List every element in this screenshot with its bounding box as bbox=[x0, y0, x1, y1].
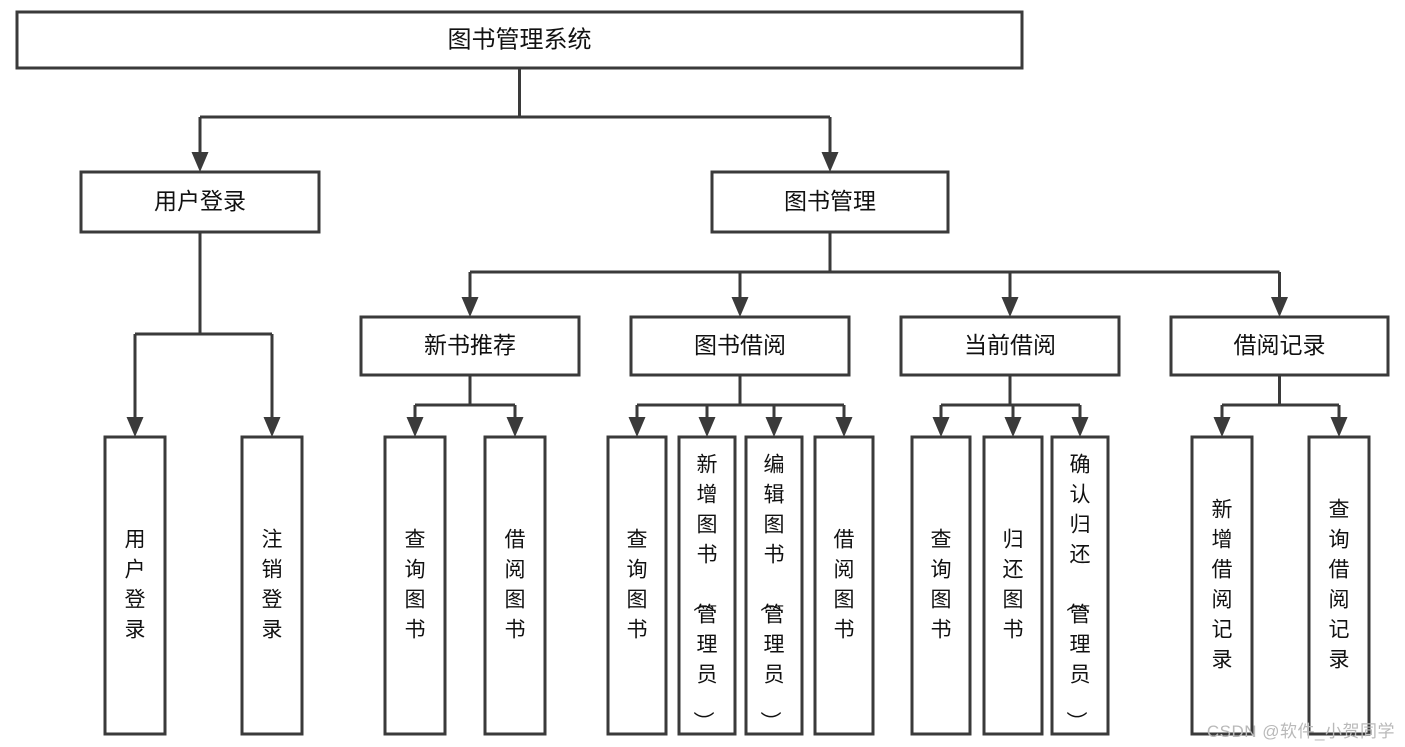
node-box[interactable] bbox=[383, 435, 447, 736]
node-label: 图书借阅 bbox=[694, 332, 786, 358]
arrow-head-icon bbox=[932, 417, 950, 437]
node-box[interactable] bbox=[744, 435, 804, 736]
node-box[interactable] bbox=[899, 315, 1121, 377]
node-leaf-query-book-recommend[interactable]: 查询图书 bbox=[383, 435, 447, 736]
node-leaf-borrow-book[interactable]: 借阅图书 bbox=[813, 435, 875, 736]
node-label: 当前借阅 bbox=[964, 332, 1056, 358]
arrow-head-icon bbox=[461, 297, 479, 317]
node-label: 借阅记录 bbox=[1234, 332, 1326, 358]
node-box[interactable] bbox=[103, 435, 167, 736]
arrow-head-icon bbox=[1271, 297, 1288, 317]
node-layer: 图书管理系统用户登录图书管理新书推荐图书借阅当前借阅借阅记录用户登录注销登录查询… bbox=[15, 10, 1390, 736]
arrow-head-icon bbox=[698, 417, 716, 437]
node-label: 编辑图书（管理员） bbox=[759, 453, 785, 732]
node-box[interactable] bbox=[606, 435, 668, 736]
node-label: 查询图书 bbox=[627, 528, 648, 641]
node-box[interactable] bbox=[1050, 435, 1110, 736]
node-box[interactable] bbox=[1190, 435, 1254, 736]
edge-group-user-login-children bbox=[126, 232, 281, 437]
node-box[interactable] bbox=[1307, 435, 1371, 736]
node-box[interactable] bbox=[813, 435, 875, 736]
node-label: 归还图书 bbox=[1003, 528, 1024, 641]
arrow-head-icon bbox=[191, 152, 209, 172]
arrow-head-icon bbox=[1001, 297, 1019, 317]
node-label: 查询图书 bbox=[931, 528, 952, 641]
edge-group-borrow-record-children bbox=[1213, 375, 1348, 437]
node-leaf-logout[interactable]: 注销登录 bbox=[240, 435, 304, 736]
node-box[interactable] bbox=[15, 10, 1024, 70]
node-label: 新增图书（管理员） bbox=[692, 453, 718, 732]
node-box[interactable] bbox=[483, 435, 547, 736]
node-label: 新书推荐 bbox=[424, 332, 516, 358]
node-leaf-borrow-book-recommend[interactable]: 借阅图书 bbox=[483, 435, 547, 736]
arrow-head-icon bbox=[263, 417, 281, 437]
node-box[interactable] bbox=[677, 435, 737, 736]
node-leaf-user-login[interactable]: 用户登录 bbox=[103, 435, 167, 736]
node-label: 查询借阅记录 bbox=[1329, 498, 1350, 671]
node-box[interactable] bbox=[710, 170, 950, 234]
node-label: 查询图书 bbox=[405, 528, 426, 641]
edge-group-new-book-recommend-children bbox=[406, 375, 524, 437]
edge-group-root-children bbox=[191, 68, 839, 172]
node-leaf-confirm-return[interactable]: 确认归还（管理员） bbox=[1050, 435, 1110, 736]
arrow-head-icon bbox=[628, 417, 646, 437]
watermark-text: CSDN @软件_小贺同学 bbox=[1206, 722, 1395, 741]
arrow-head-icon bbox=[765, 417, 783, 437]
edge-group-book-manage-children bbox=[461, 232, 1288, 317]
edge-group-book-borrow-children bbox=[628, 375, 853, 437]
node-leaf-query-record[interactable]: 查询借阅记录 bbox=[1307, 435, 1371, 736]
node-leaf-query-book-current[interactable]: 查询图书 bbox=[910, 435, 972, 736]
arrow-head-icon bbox=[1330, 417, 1348, 437]
node-box[interactable] bbox=[240, 435, 304, 736]
node-leaf-return-book[interactable]: 归还图书 bbox=[982, 435, 1044, 736]
node-label: 借阅图书 bbox=[505, 528, 526, 641]
node-label: 借阅图书 bbox=[834, 528, 855, 641]
arrow-head-icon bbox=[506, 417, 524, 437]
node-label: 用户登录 bbox=[154, 188, 246, 214]
node-label: 用户登录 bbox=[125, 528, 146, 641]
node-box[interactable] bbox=[629, 315, 851, 377]
node-box[interactable] bbox=[982, 435, 1044, 736]
node-box[interactable] bbox=[359, 315, 581, 377]
node-leaf-add-book[interactable]: 新增图书（管理员） bbox=[677, 435, 737, 736]
node-root[interactable]: 图书管理系统 bbox=[15, 10, 1024, 70]
arrow-head-icon bbox=[406, 417, 424, 437]
arrow-head-icon bbox=[126, 417, 144, 437]
node-label: 新增借阅记录 bbox=[1212, 498, 1233, 671]
arrow-head-icon bbox=[1213, 417, 1231, 437]
node-leaf-edit-book[interactable]: 编辑图书（管理员） bbox=[744, 435, 804, 736]
arrow-head-icon bbox=[835, 417, 853, 437]
node-label: 图书管理系统 bbox=[448, 26, 592, 53]
connector-layer bbox=[126, 68, 1348, 437]
node-label: 图书管理 bbox=[784, 188, 876, 214]
edge-group-current-borrow-children bbox=[932, 375, 1089, 437]
node-book-manage[interactable]: 图书管理 bbox=[710, 170, 950, 234]
node-new-book-recommend[interactable]: 新书推荐 bbox=[359, 315, 581, 377]
node-box[interactable] bbox=[1169, 315, 1390, 377]
node-borrow-record[interactable]: 借阅记录 bbox=[1169, 315, 1390, 377]
arrow-head-icon bbox=[1071, 417, 1089, 437]
node-box[interactable] bbox=[79, 170, 321, 234]
node-leaf-add-record[interactable]: 新增借阅记录 bbox=[1190, 435, 1254, 736]
arrow-head-icon bbox=[821, 152, 839, 172]
arrow-head-icon bbox=[1004, 417, 1022, 437]
arrow-head-icon bbox=[731, 297, 749, 317]
node-box[interactable] bbox=[910, 435, 972, 736]
node-user-login[interactable]: 用户登录 bbox=[79, 170, 321, 234]
node-label: 确认归还（管理员） bbox=[1065, 453, 1091, 732]
node-label: 注销登录 bbox=[262, 528, 283, 641]
node-book-borrow[interactable]: 图书借阅 bbox=[629, 315, 851, 377]
node-current-borrow[interactable]: 当前借阅 bbox=[899, 315, 1121, 377]
node-leaf-query-book-borrow[interactable]: 查询图书 bbox=[606, 435, 668, 736]
